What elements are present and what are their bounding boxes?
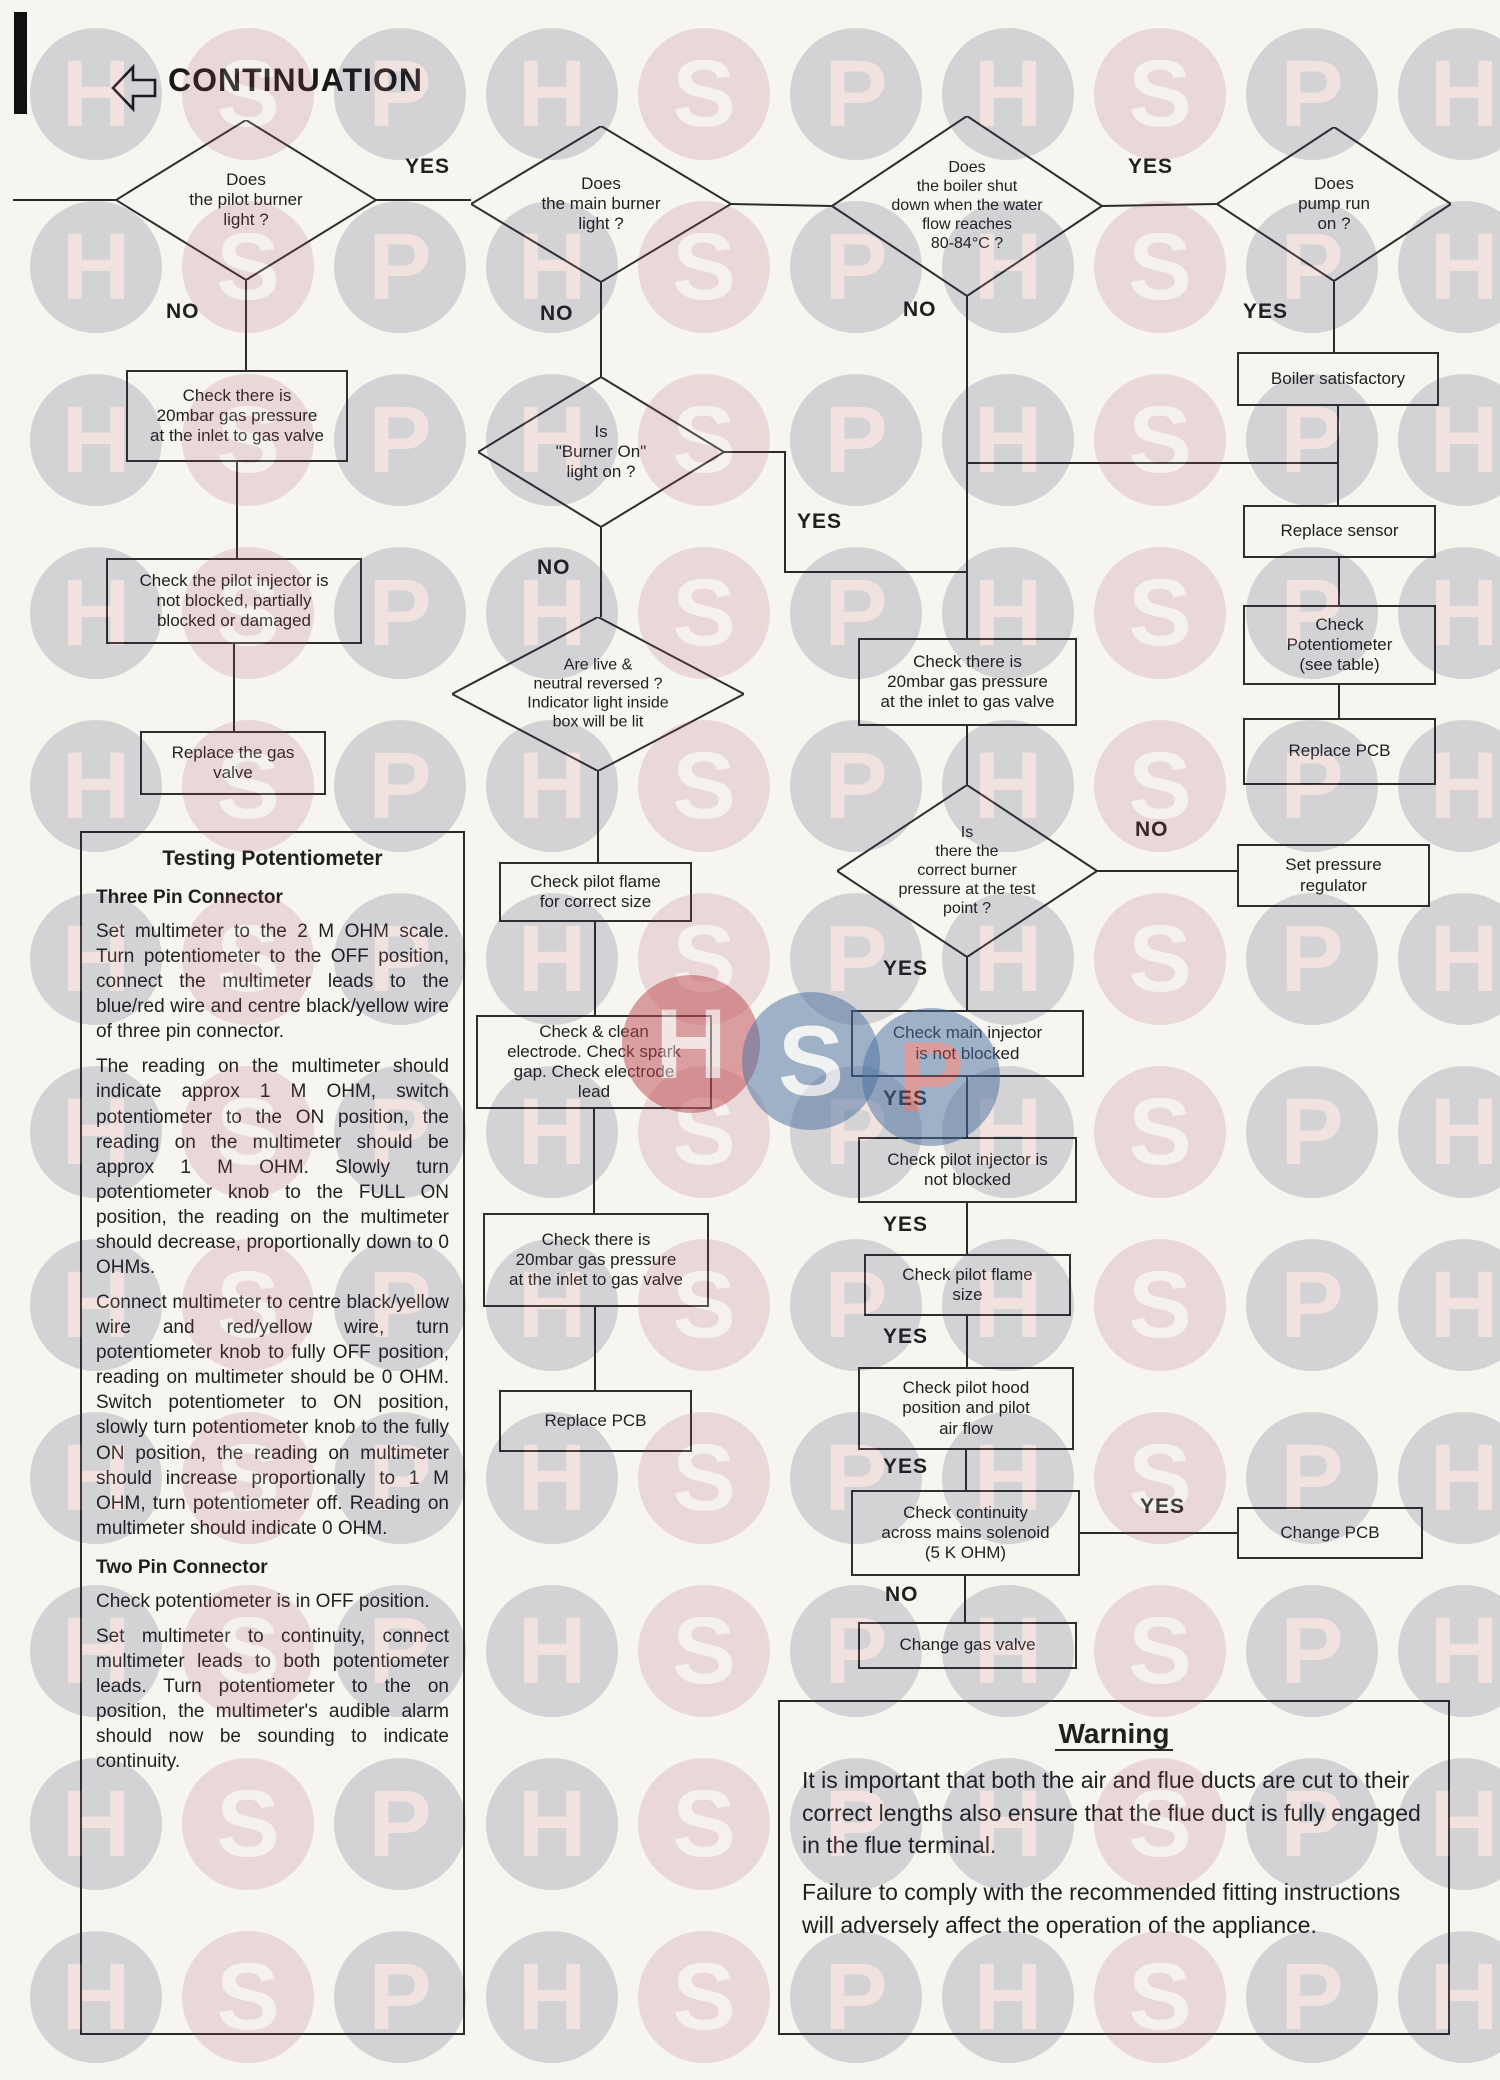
- action-check-potentiometer: Check Potentiometer (see table): [1243, 605, 1436, 685]
- decision-burner-pressure-text: Is there the correct burner pressure at …: [898, 823, 1036, 917]
- action-check-pilot-injector-damage: Check the pilot injector is not blocked,…: [106, 558, 362, 644]
- label-yes-pilot-hood: YES: [883, 1455, 929, 1478]
- label-yes-burner-on: YES: [797, 510, 843, 533]
- action-check-gas-pressure-2: Check there is 20mbar gas pressure at th…: [483, 1213, 709, 1307]
- decision-pump-run-on: Does pump run on ?: [1217, 127, 1451, 281]
- page-corner-mark: [14, 12, 27, 114]
- testing-panel-para4: Check potentiometer is in OFF position.: [96, 1590, 430, 1612]
- label-no-burner-on: NO: [537, 556, 571, 579]
- label-yes-pilot-injector: YES: [883, 1213, 929, 1236]
- label-yes-boiler-shutdown: YES: [1128, 155, 1174, 178]
- warning-panel-para1: It is important that both the air and fl…: [802, 1767, 1421, 1859]
- action-replace-gas-valve: Replace the gas valve: [140, 731, 326, 795]
- decision-main-burner-text: Does the main burner light ?: [541, 173, 661, 234]
- label-yes-continuity: YES: [1140, 1495, 1186, 1518]
- action-replace-pcb-middle: Replace PCB: [499, 1390, 692, 1452]
- decision-live-neutral-text: Are live & neutral reversed ? Indicator …: [527, 656, 669, 730]
- result-boiler-satisfactory: Boiler satisfactory: [1237, 352, 1439, 406]
- label-yes-main-injector: YES: [883, 1087, 929, 1110]
- label-yes-burner-pressure: YES: [883, 957, 929, 980]
- decision-boiler-shutdown-text: Does the boiler shut down when the water…: [891, 158, 1043, 252]
- action-check-pilot-flame-correct-size: Check pilot flame for correct size: [499, 862, 692, 922]
- page-title: CONTINUATION: [168, 62, 423, 98]
- decision-live-neutral-reversed: Are live & neutral reversed ? Indicator …: [452, 617, 744, 771]
- action-check-gas-pressure-3: Check there is 20mbar gas pressure at th…: [858, 638, 1077, 726]
- testing-panel-heading-three-pin: Three Pin Connector: [96, 887, 283, 908]
- testing-panel-para1: Set multimeter to the 2 M OHM scale. Tur…: [96, 921, 449, 1043]
- label-no-burner-pressure: NO: [1135, 818, 1169, 841]
- action-check-clean-electrode: Check & clean electrode. Check spark gap…: [476, 1015, 712, 1109]
- action-replace-sensor: Replace sensor: [1243, 505, 1436, 558]
- action-check-main-injector: Check main injector is not blocked: [851, 1010, 1084, 1077]
- testing-panel-heading-two-pin: Two Pin Connector: [96, 1556, 268, 1578]
- label-no-pilot-burner: NO: [166, 300, 200, 323]
- continuation-arrow-icon: [111, 63, 157, 113]
- label-no-main-burner: NO: [540, 302, 574, 325]
- decision-boiler-shutdown: Does the boiler shut down when the water…: [832, 116, 1102, 296]
- action-check-pilot-flame-size: Check pilot flame size: [864, 1254, 1071, 1316]
- label-no-continuity: NO: [885, 1583, 919, 1606]
- warning-panel-para2: Failure to comply with the recommended f…: [802, 1878, 1401, 1938]
- action-check-pilot-injector: Check pilot injector is not blocked: [858, 1137, 1077, 1203]
- testing-potentiometer-panel: Testing Potentiometer Three Pin Connecto…: [80, 831, 465, 2035]
- decision-burner-on-text: Is "Burner On" light on ?: [555, 421, 647, 482]
- label-yes-pilot-burner: YES: [405, 155, 451, 178]
- decision-burner-pressure: Is there the correct burner pressure at …: [837, 785, 1097, 957]
- decision-main-burner-light: Does the main burner light ?: [471, 126, 731, 282]
- warning-panel: Warning It is important that both the ai…: [778, 1700, 1450, 2035]
- decision-pilot-burner-light: Does the pilot burner light ?: [116, 120, 376, 280]
- action-change-pcb: Change PCB: [1237, 1507, 1423, 1559]
- label-yes-pilot-flame: YES: [883, 1325, 929, 1348]
- testing-panel-title: Testing Potentiometer: [162, 847, 383, 870]
- label-yes-pump-run: YES: [1243, 300, 1289, 323]
- testing-panel-para3: Connect multimeter to centre black/yello…: [96, 1292, 449, 1539]
- label-no-boiler-shutdown: NO: [903, 298, 937, 321]
- warning-panel-title: Warning: [780, 1718, 1448, 1751]
- testing-panel-para2: The reading on the multimeter should ind…: [96, 1056, 449, 1279]
- action-replace-pcb-right: Replace PCB: [1243, 718, 1436, 785]
- testing-panel-para5: Set multimeter to continuity, connect mu…: [96, 1625, 449, 1773]
- decision-burner-on-light: Is "Burner On" light on ?: [478, 377, 724, 527]
- decision-pilot-burner-text: Does the pilot burner light ?: [189, 169, 303, 230]
- action-set-pressure-regulator: Set pressure regulator: [1237, 844, 1430, 907]
- action-check-gas-pressure-1: Check there is 20mbar gas pressure at th…: [126, 370, 348, 462]
- action-change-gas-valve: Change gas valve: [858, 1622, 1077, 1669]
- decision-pump-run-text: Does pump run on ?: [1298, 173, 1370, 234]
- action-check-continuity-solenoid: Check continuity across mains solenoid (…: [851, 1490, 1080, 1576]
- action-check-pilot-hood: Check pilot hood position and pilot air …: [858, 1367, 1074, 1450]
